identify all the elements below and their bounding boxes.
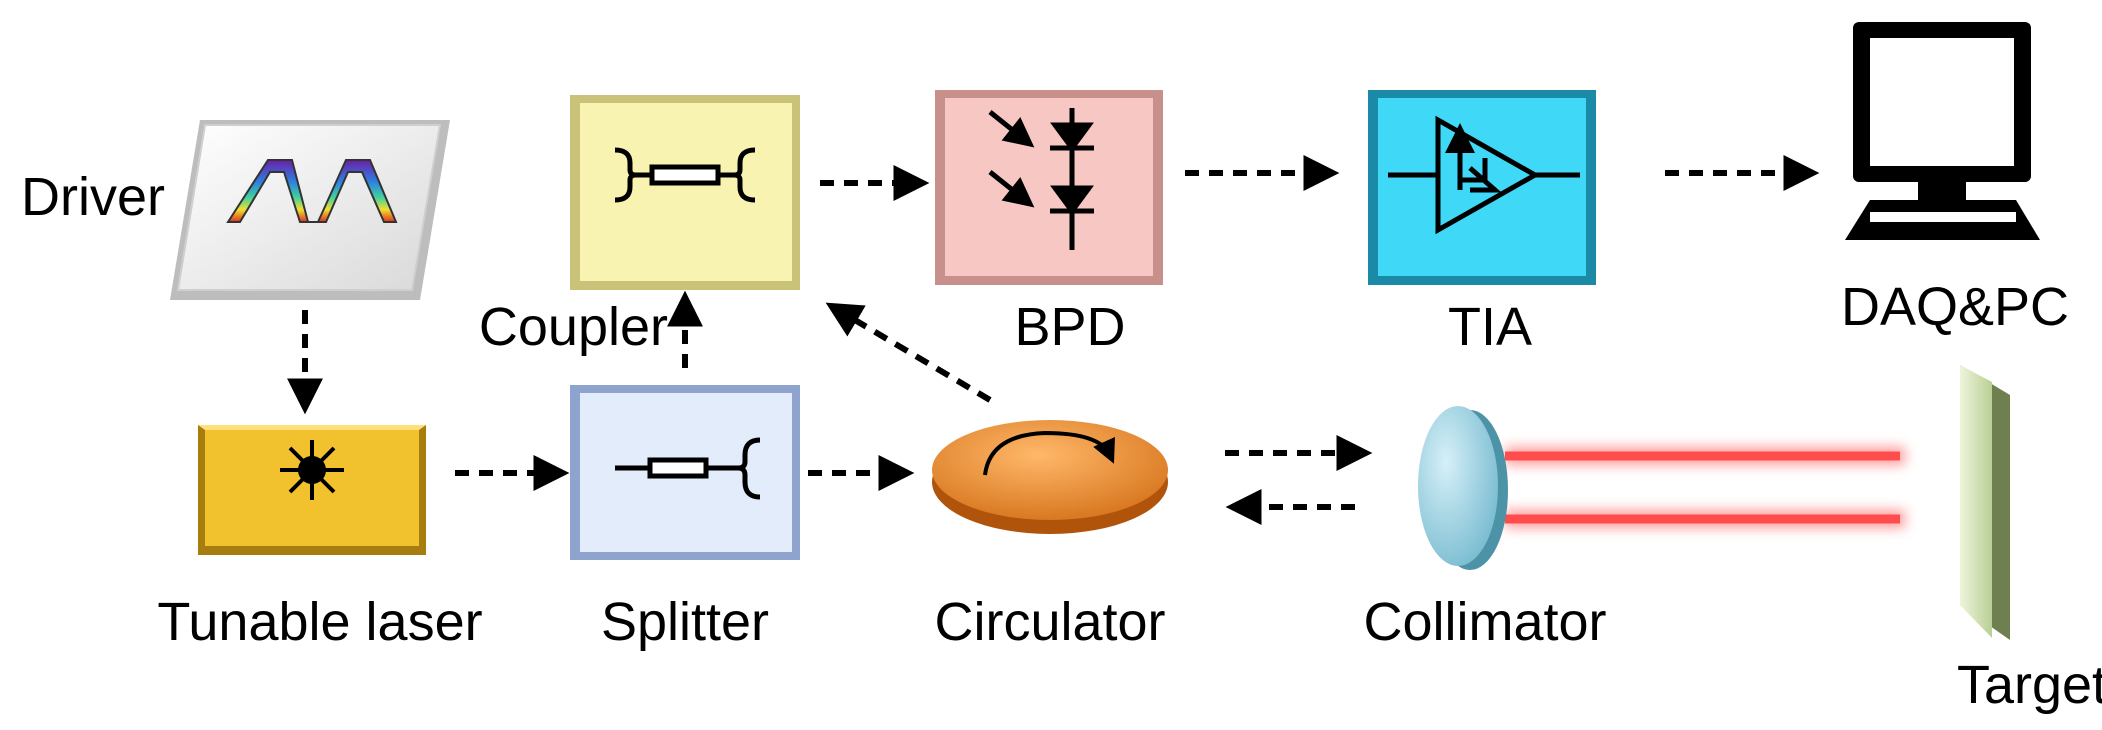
bpd-box xyxy=(935,90,1163,285)
photodiode-pair-icon xyxy=(988,108,1094,250)
laser-beams xyxy=(1505,447,1905,528)
computer-monitor-icon xyxy=(1845,22,2040,240)
arrow-circulator-to-coupler xyxy=(825,302,992,403)
tunable-laser-label: Tunable laser xyxy=(157,592,482,652)
driver-box xyxy=(170,120,450,300)
splitter-label: Splitter xyxy=(601,592,769,652)
target-label: Target xyxy=(1957,655,2102,715)
collimator-lens xyxy=(1418,406,1508,570)
target-plate xyxy=(1960,365,2010,640)
tunable-laser-box xyxy=(198,425,426,555)
tia-box xyxy=(1368,90,1596,285)
bpd-label: BPD xyxy=(1014,297,1125,357)
circulator-arrow-icon xyxy=(983,430,1115,476)
daq-pc-label: DAQ&PC xyxy=(1841,277,2069,337)
collimator-label: Collimator xyxy=(1363,592,1606,652)
fiber-coupler-icon xyxy=(614,147,756,203)
circulator-device xyxy=(932,420,1168,534)
fiber-splitter-icon xyxy=(615,437,761,500)
triangle-waveform-icon xyxy=(226,159,398,223)
amplifier-icon xyxy=(1388,115,1580,235)
laser-starburst-icon xyxy=(280,440,344,500)
splitter-box xyxy=(570,385,800,560)
coupler-label: Coupler xyxy=(479,297,668,357)
tia-label: TIA xyxy=(1448,297,1532,357)
driver-label: Driver xyxy=(21,167,165,227)
coupler-box xyxy=(570,95,800,290)
circulator-label: Circulator xyxy=(934,592,1165,652)
